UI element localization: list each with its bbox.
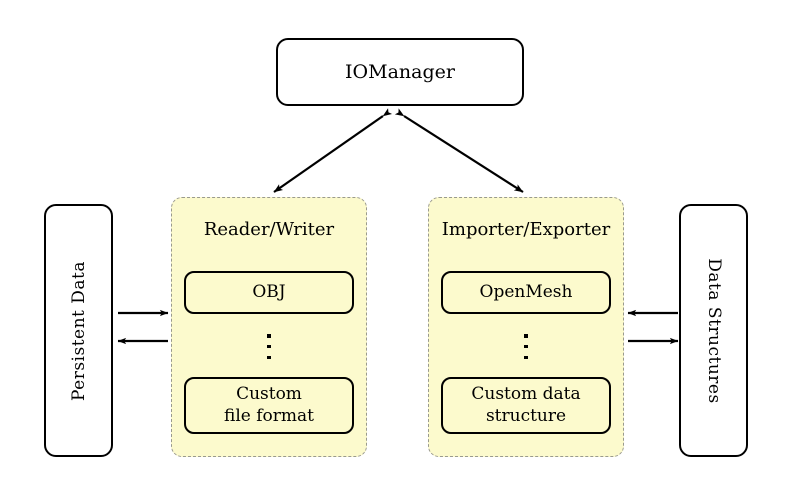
persistent-data-label: Persistent Data — [68, 260, 89, 401]
group-importer-exporter-title: Importer/Exporter — [441, 219, 611, 240]
iomanager-box[interactable]: IOManager — [276, 38, 524, 106]
item-custom-data-structure[interactable]: Custom data structure — [441, 377, 611, 434]
item-custom-file-format-line1: Custom — [236, 384, 302, 405]
ellipsis-reader-writer — [262, 334, 276, 359]
persistent-data-box[interactable]: Persistent Data — [44, 204, 113, 457]
item-openmesh[interactable]: OpenMesh — [441, 271, 611, 314]
data-structures-label: Data Structures — [703, 257, 724, 404]
arrow-iomanager-readerwriter — [273, 108, 393, 193]
item-openmesh-label: OpenMesh — [479, 281, 573, 302]
item-custom-file-format[interactable]: Custom file format — [184, 377, 354, 434]
item-custom-data-structure-line1: Custom data — [471, 384, 581, 405]
arrow-iomanager-importerexporter — [394, 108, 524, 193]
item-obj[interactable]: OBJ — [184, 271, 354, 314]
item-obj-label: OBJ — [252, 281, 286, 302]
ellipsis-importer-exporter — [519, 334, 533, 359]
iomanager-label: IOManager — [345, 61, 455, 83]
data-structures-box[interactable]: Data Structures — [679, 204, 748, 457]
item-custom-file-format-line2: file format — [224, 405, 314, 426]
group-reader-writer-title: Reader/Writer — [203, 219, 335, 240]
item-custom-data-structure-line2: structure — [485, 405, 567, 426]
